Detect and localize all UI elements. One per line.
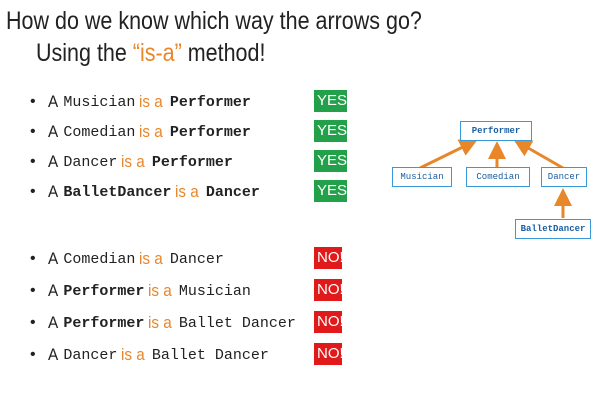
bullet: • [30,314,36,331]
no-badge: NO! [314,247,344,269]
yes-badge: YES! [314,90,351,112]
bullet: • [30,183,36,200]
is-a-label: is a [121,345,146,364]
object: Performer [169,93,251,111]
yes-badge: YES! [314,120,351,142]
bullet: • [30,93,36,110]
subtitle-suffix: method! [181,39,266,67]
article: A [48,249,59,268]
no-badge: NO! [314,343,344,365]
list-item: • A BalletDancer is a Dancer [30,178,260,206]
is-a-label: is a [139,122,164,141]
object: Dancer [169,250,224,268]
list-item: • A Comedian is a Performer [30,118,251,146]
is-a-label: is a [175,182,200,201]
performer-box: Performer [460,121,532,141]
list-item: • A Performer is a Musician [30,277,251,305]
no-badge: NO! [314,311,344,333]
arrow-dancer-to-performer [513,139,564,170]
object: Performer [169,123,251,141]
subject: Dancer [63,346,118,364]
dancer-box: Dancer [541,167,587,187]
subject: Comedian [63,123,136,141]
object: Performer [151,153,233,171]
object: Ballet Dancer [151,346,269,364]
balletdancer-box: BalletDancer [515,219,591,239]
article: A [48,313,59,332]
is-a-label: is a [121,152,146,171]
subject: Performer [63,282,145,300]
article: A [48,345,59,364]
list-item: • A Comedian is a Dancer [30,245,224,273]
article: A [48,122,59,141]
subject: Comedian [63,250,136,268]
is-a-label: is a [148,281,173,300]
yes-badge: YES! [314,150,351,172]
is-a-label: is a [139,249,164,268]
list-item: • A Dancer is a Ballet Dancer [30,341,269,369]
subject: Dancer [63,153,118,171]
no-badge: NO! [314,279,344,301]
list-item: • A Musician is a Performer [30,88,251,116]
is-a-label: is a [139,92,164,111]
article: A [48,152,59,171]
slide-title: How do we know which way the arrows go? [6,7,422,35]
object: Musician [178,282,251,300]
bullet: • [30,123,36,140]
article: A [48,92,59,111]
bullet: • [30,282,36,299]
subject: Musician [63,93,136,111]
yes-badge: YES! [314,180,351,202]
subtitle-prefix: Using the [36,39,133,67]
article: A [48,182,59,201]
object: Dancer [205,183,260,201]
list-item: • A Performer is a Ballet Dancer [30,309,296,337]
object: Ballet Dancer [178,314,296,332]
comedian-box: Comedian [466,167,530,187]
list-item: • A Dancer is a Performer [30,148,233,176]
bullet: • [30,153,36,170]
arrow-musician-to-performer [419,139,478,170]
subject: BalletDancer [63,183,172,201]
slide-subtitle: Using the “is-a” method! [36,38,265,68]
subject: Performer [63,314,145,332]
bullet: • [30,250,36,267]
subtitle-highlight: “is-a” [132,39,182,67]
musician-box: Musician [392,167,452,187]
bullet: • [30,346,36,363]
article: A [48,281,59,300]
is-a-label: is a [148,313,173,332]
